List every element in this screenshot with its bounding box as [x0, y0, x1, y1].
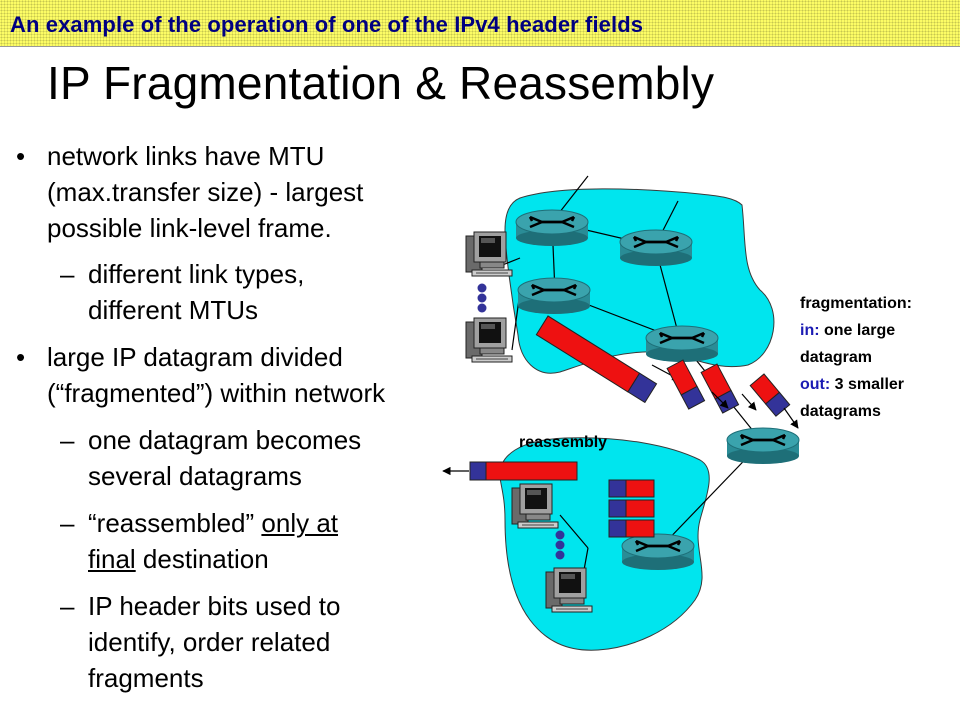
fragmentation-out-line: out: 3 smaller [800, 371, 912, 398]
sub-bullet-3-underlined-2: final [88, 544, 136, 574]
fragmentation-in-value-2: datagram [800, 349, 873, 366]
fragmentation-out-key: out: [800, 376, 831, 393]
bullet-2-line-1: large IP datagram divided [47, 342, 343, 372]
dash-marker: – [60, 425, 75, 455]
fragment-3 [749, 373, 791, 417]
computer-icon [465, 231, 513, 277]
sub-bullet-3-line-1: “reassembled” only at [88, 503, 338, 543]
arrow-icon [741, 393, 757, 411]
bullet-marker: • [16, 141, 26, 171]
bullet-1-line-1: network links have MTU [47, 141, 325, 171]
arrow-icon [783, 407, 799, 429]
ellipsis-dots-icon [555, 530, 565, 560]
sub-bullet-3-underlined-1: only at [261, 508, 339, 538]
sub-bullet-2-line-2: several datagrams [88, 461, 302, 491]
fragmentation-heading: fragmentation: [800, 295, 912, 312]
sub-bullet-4-line-3: fragments [88, 663, 204, 693]
fragment-1 [666, 359, 706, 410]
large-datagram [535, 315, 658, 404]
banner-text: An example of the operation of one of th… [10, 12, 644, 37]
sub-bullet-4-line-1: IP header bits used to [88, 591, 341, 621]
dash-marker: – [60, 259, 75, 289]
dash-marker: – [60, 591, 75, 621]
fragmentation-in-line: in: one large [800, 317, 912, 344]
header-banner: An example of the operation of one of th… [0, 0, 960, 47]
fragmentation-in-value: one large [819, 322, 896, 339]
sub-bullet-3-post: destination [135, 544, 269, 574]
sub-bullet-1-line-1: different link types, [88, 259, 305, 289]
router-icon [644, 324, 720, 364]
router-icon [516, 276, 592, 316]
sub-bullet-3-pre: “reassembled” [88, 508, 262, 538]
router-icon [618, 228, 694, 268]
arrow-icon [711, 391, 729, 409]
fragment-2 [700, 363, 740, 414]
page-title: IP Fragmentation & Reassembly [47, 57, 715, 109]
ellipsis-dots-icon [477, 283, 487, 313]
bullet-1-line-2: (max.transfer size) - largest [47, 177, 364, 207]
fragmentation-out-value: 3 smaller [830, 376, 905, 393]
fragmentation-label: fragmentation: in: one large datagram ou… [800, 290, 912, 425]
router-icon [620, 532, 696, 572]
fragmentation-out-value-2: datagrams [800, 403, 881, 420]
received-fragments [608, 479, 655, 538]
bullet-1-line-3: possible link-level frame. [47, 213, 332, 243]
sub-bullet-3-line-2: final destination [88, 539, 269, 579]
fragmentation-in-key: in: [800, 322, 820, 339]
router-icon [514, 208, 590, 248]
bullet-marker: • [16, 342, 26, 372]
router-icon [725, 426, 801, 466]
bullet-list: • network links have MTU (max.transfer s… [0, 0, 470, 720]
reassembly-label: reassembly [519, 434, 608, 451]
sub-bullet-4-line-2: identify, order related [88, 627, 331, 657]
dash-marker: – [60, 508, 75, 538]
reassembled-datagram [469, 461, 578, 481]
sub-bullet-1-line-2: different MTUs [88, 295, 259, 325]
computer-icon [465, 317, 513, 363]
sub-bullet-2-line-1: one datagram becomes [88, 425, 362, 455]
bullet-2-line-2: (“fragmented”) within network [47, 378, 386, 408]
